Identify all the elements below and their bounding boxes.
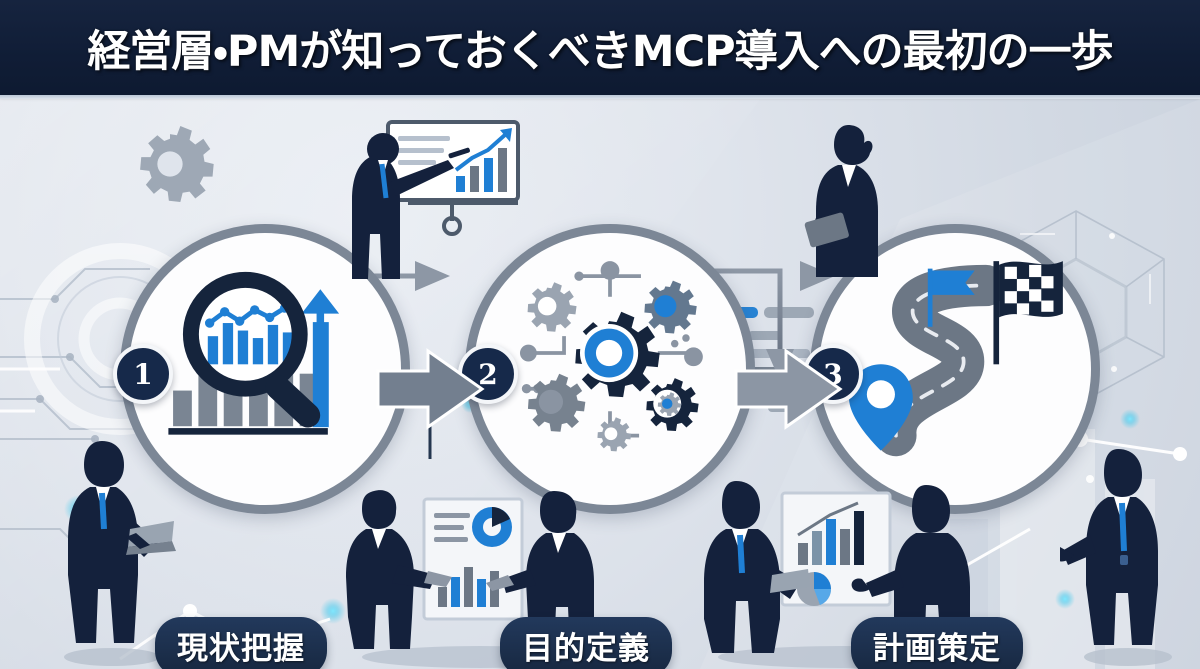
- checkered-flag-icon: [993, 261, 1063, 365]
- step-badge-1: 1: [113, 344, 173, 404]
- blue-flag-icon: [927, 268, 975, 327]
- arrow-step1-to-step2: [376, 348, 485, 430]
- diagram-canvas: 1 現状把握: [0, 99, 1200, 669]
- page-title: 経営層・PMが知っておくべきMCP導入への最初の一歩: [87, 26, 1113, 77]
- presenting-businessman-right: [1060, 449, 1172, 666]
- step-1-label[interactable]: 現状把握: [155, 617, 327, 669]
- presenter-at-whiteboard: [352, 120, 520, 279]
- gear-icon: [140, 126, 214, 202]
- step-2-label[interactable]: 目的定義: [500, 617, 672, 669]
- step-1-circle[interactable]: [120, 224, 410, 514]
- businesswoman-with-tablet: [804, 125, 878, 277]
- magnifier-bar-chart-icon: [168, 271, 340, 435]
- header-bar: 経営層・PMが知っておくべきMCP導入への最初の一歩: [0, 0, 1200, 95]
- map-pin-icon: [849, 364, 913, 451]
- arrow-step2-to-step3: [734, 348, 843, 430]
- businessman-with-laptop-left: [64, 441, 176, 666]
- winding-road-flag-icon: [849, 261, 1063, 457]
- header-divider: [0, 95, 1200, 99]
- step-3-label[interactable]: 計画策定: [851, 617, 1023, 669]
- gears-cluster-icon: [519, 261, 703, 452]
